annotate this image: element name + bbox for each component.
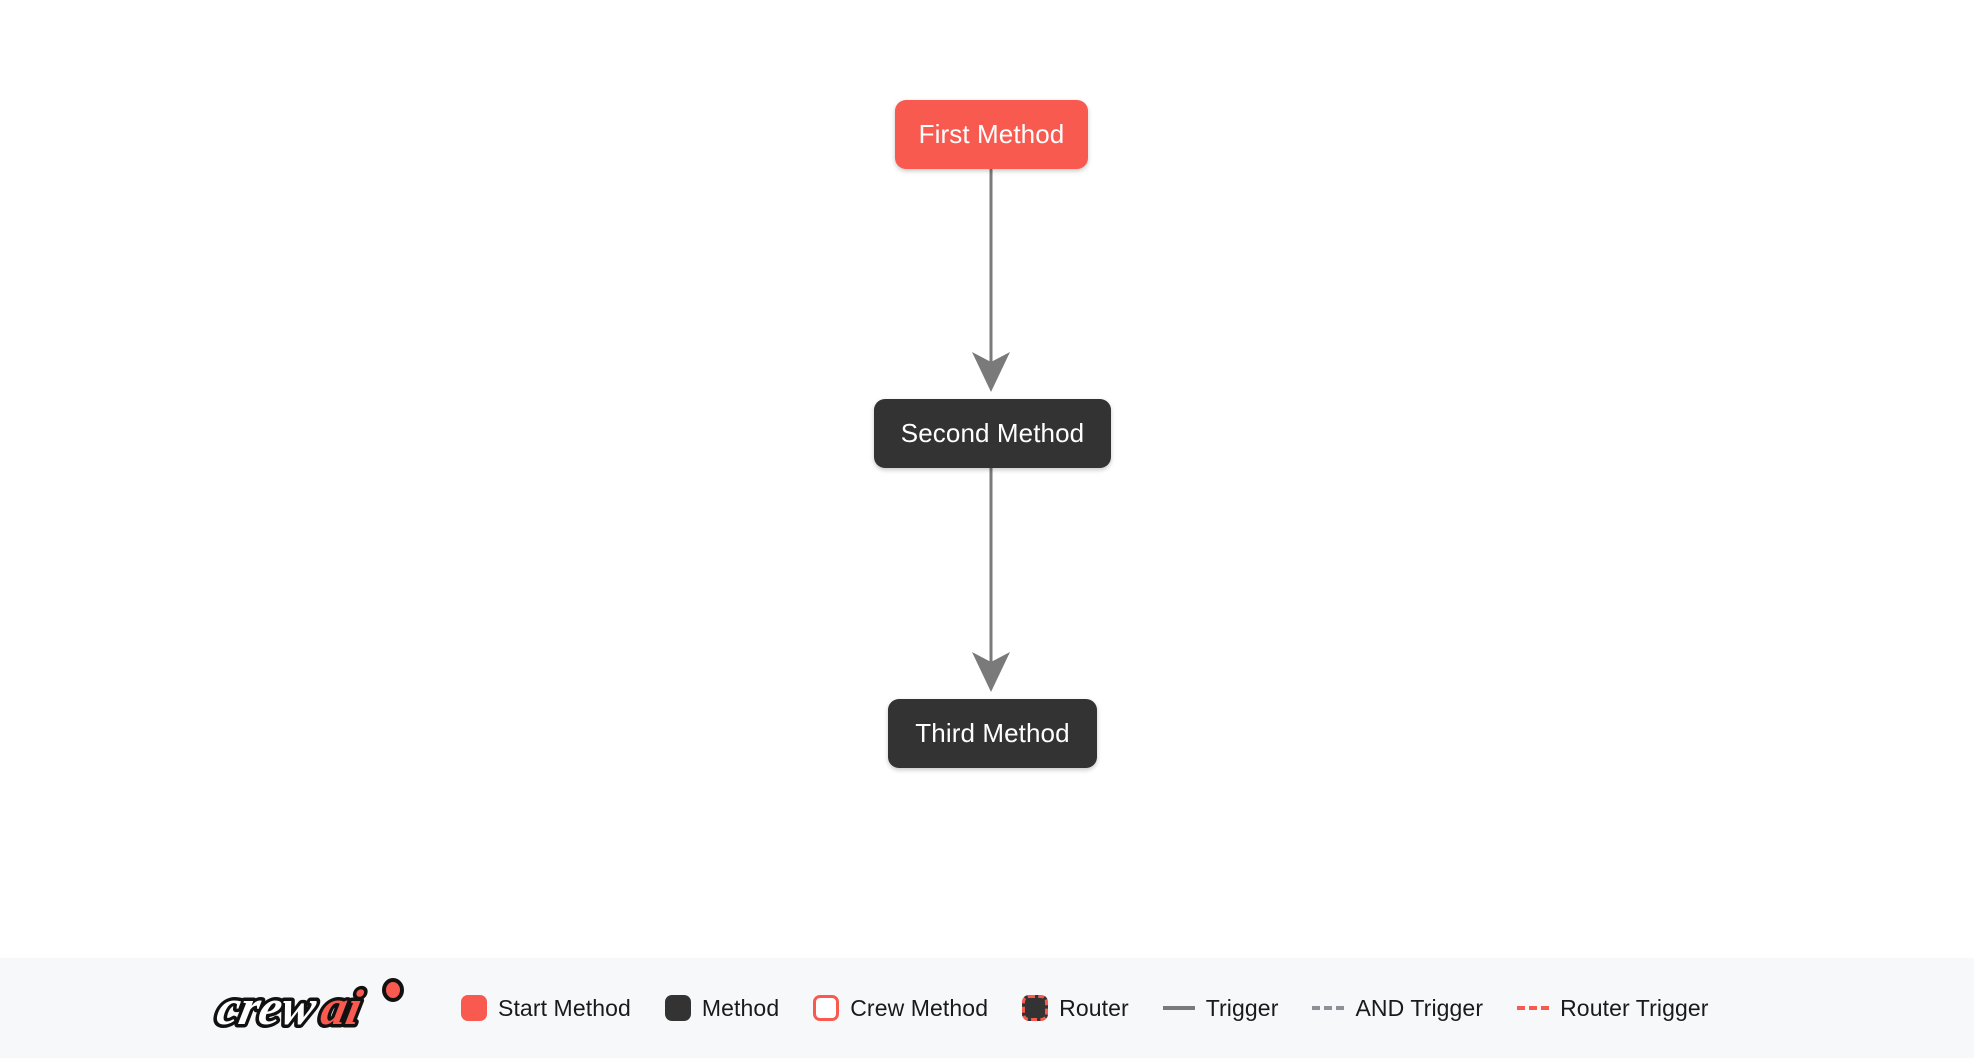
legend-label: Trigger [1205, 994, 1279, 1021]
legend-method[interactable]: Method [664, 994, 780, 1022]
legend-and-trigger[interactable]: AND Trigger [1312, 995, 1483, 1022]
legend-label: Crew Method [850, 994, 989, 1021]
legend-label: Start Method [498, 994, 631, 1021]
router-swatch-icon [1022, 995, 1049, 1021]
node-label: Third Method [915, 718, 1070, 748]
crewai-logo-ai: ai [316, 979, 367, 1034]
legend-label: Router [1059, 994, 1129, 1021]
router-trigger-line-icon [1517, 1006, 1550, 1010]
edge-second-third[interactable] [972, 468, 1010, 692]
legend-trigger[interactable]: Trigger [1162, 994, 1279, 1022]
legend-router[interactable]: Router [1022, 995, 1129, 1022]
node-label: Second Method [900, 418, 1085, 448]
legend-label: AND Trigger [1355, 994, 1484, 1021]
and-trigger-line-icon [1312, 1006, 1345, 1010]
legend-start-method[interactable]: Start Method [461, 995, 631, 1022]
crewai-logo-crew: crew [212, 979, 321, 1034]
legend-bar: crew ai Start Method Method Crew Method … [0, 958, 1974, 1058]
node-third-method[interactable]: Third Method [888, 699, 1097, 768]
crewai-logo-dot [382, 978, 404, 1002]
flow-canvas[interactable]: First Method Second Method Third Method [0, 0, 1974, 958]
legend-label: Method [701, 994, 780, 1021]
node-first-method[interactable]: First Method [895, 100, 1088, 169]
trigger-line-icon [1162, 1006, 1195, 1010]
crew-method-swatch-icon [813, 995, 840, 1021]
legend-label: Router Trigger [1560, 994, 1709, 1021]
edge-first-second[interactable] [972, 169, 1010, 392]
crewai-logo: crew ai [209, 976, 404, 1038]
edge-layer [972, 169, 1010, 692]
node-second-method[interactable]: Second Method [874, 399, 1111, 468]
start-method-swatch-icon [461, 995, 487, 1021]
node-label: First Method [918, 119, 1065, 149]
legend-router-trigger[interactable]: Router Trigger [1517, 995, 1708, 1022]
legend-crew-method[interactable]: Crew Method [813, 995, 988, 1022]
method-swatch-icon [664, 995, 691, 1021]
